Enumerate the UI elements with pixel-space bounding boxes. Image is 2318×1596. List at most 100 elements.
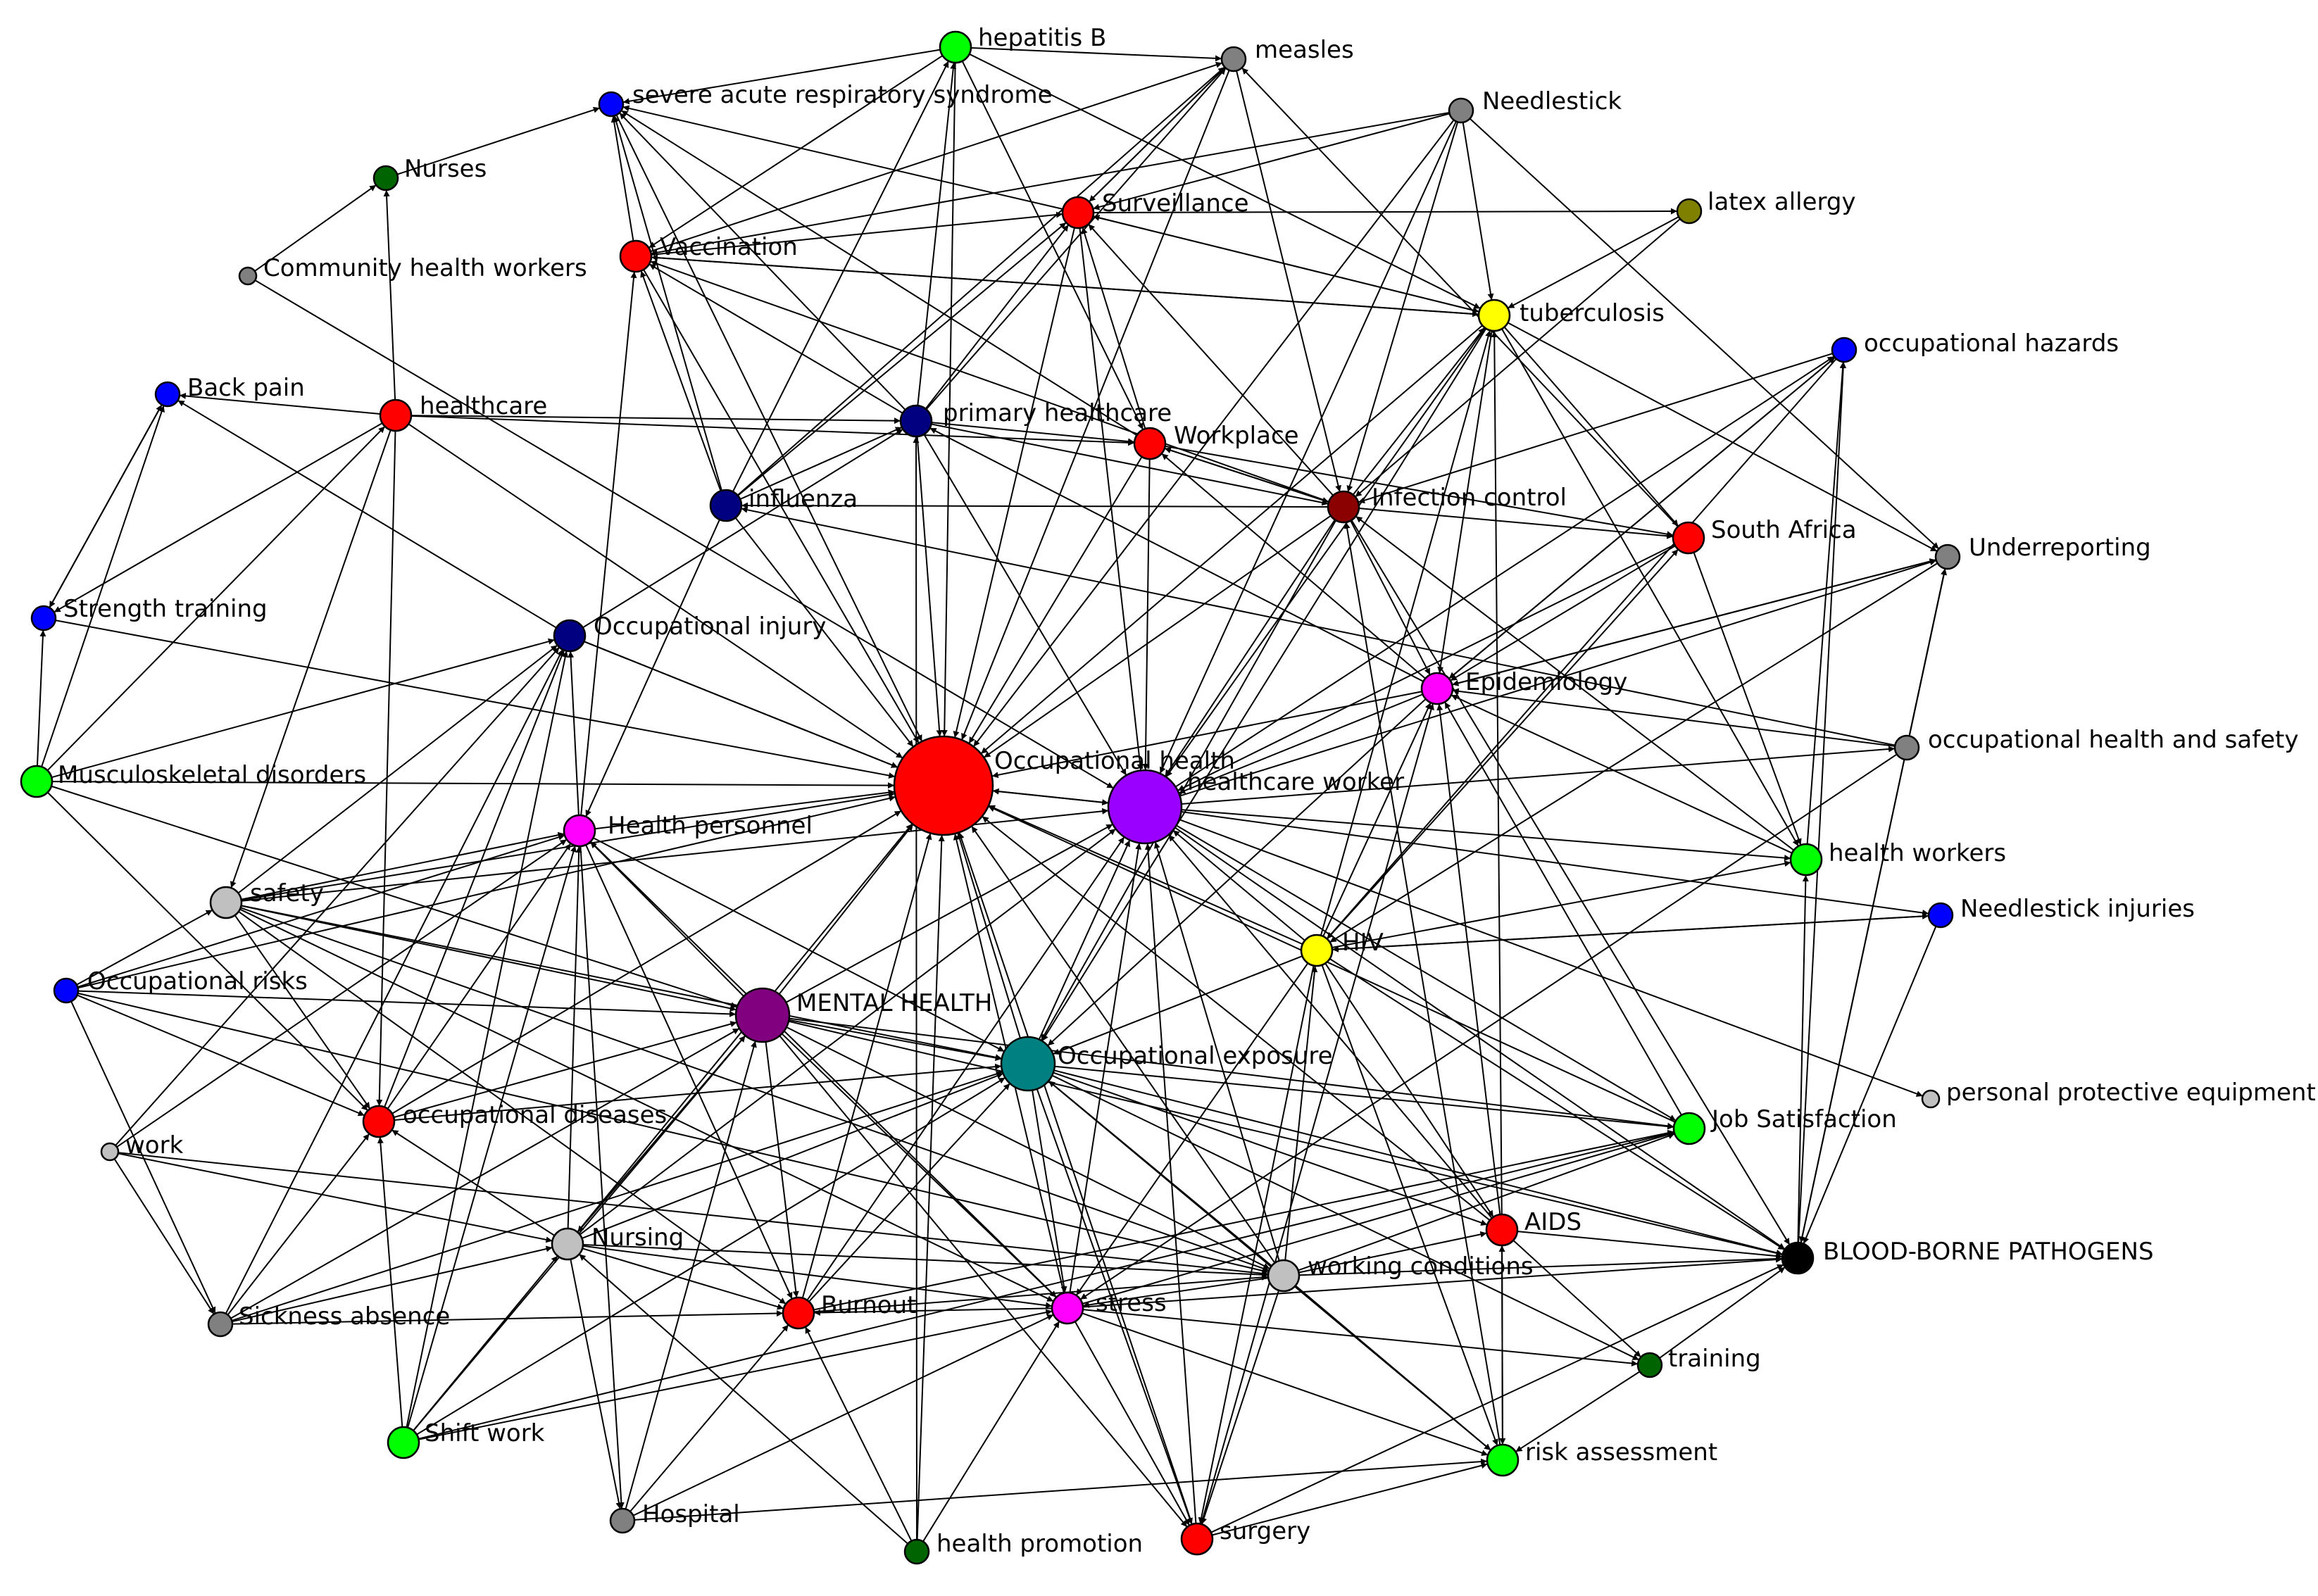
edge-training-to-risk-assessment xyxy=(1515,1371,1641,1452)
edge-needlestick-injuries-to-hiv xyxy=(1332,915,1929,953)
edge-occupational-diseases-to-occupational-exposure xyxy=(394,1063,1002,1121)
node-circle xyxy=(53,977,80,1004)
edge-health-promotion-to-nursing xyxy=(578,1253,908,1545)
edge-surveillance-to-latex-allergy xyxy=(1093,208,1678,215)
edge-occupational-injury-to-primary-healthcare xyxy=(582,428,903,629)
edge-workplace-to-healthcare-worker xyxy=(1142,458,1151,771)
node-job-satisfaction: Job Satisfaction xyxy=(1672,1105,1897,1145)
edge-health-workers-to-epidemiology xyxy=(1451,694,1793,854)
node-circle xyxy=(1133,427,1167,460)
node-label: HIV xyxy=(1342,929,1384,957)
edge-occupational-risks-to-mental-health xyxy=(77,990,737,1017)
node-blood-borne: BLOOD-BORNE PATHOGENS xyxy=(1781,1238,2154,1275)
node-circle xyxy=(372,165,399,191)
node-circle xyxy=(238,266,258,286)
edge-needlestick-to-tuberculosis xyxy=(1462,122,1494,301)
edge-workplace-to-south-africa xyxy=(1165,445,1674,538)
edge-healthcare-to-primary-healthcare xyxy=(411,415,901,425)
edge-primary-healthcare-to-sars xyxy=(619,112,906,410)
node-circle xyxy=(1485,1213,1519,1247)
node-back-pain: Back pain xyxy=(154,374,305,408)
node-label: severe acute respiratory syndrome xyxy=(632,81,1053,109)
node-label: safety xyxy=(250,879,324,907)
edge-risk-assessment-to-infection-control xyxy=(1343,522,1501,1445)
edge-occupational-exposure-to-healthcare-worker xyxy=(1038,839,1131,1040)
node-circle xyxy=(899,404,933,438)
node-label: influenza xyxy=(748,485,858,513)
edge-hospital-to-burnout xyxy=(629,1324,789,1512)
node-label: primary healthcare xyxy=(943,399,1172,427)
edge-occupational-risks-to-working-conditions xyxy=(77,992,1269,1274)
node-label: Nurses xyxy=(404,155,487,183)
edge-vaccination-to-surveillance xyxy=(651,211,1063,256)
edge-infection-control-to-epidemiology xyxy=(1350,520,1431,675)
node-label: healthcare xyxy=(420,392,547,420)
edge-surveillance-to-healthcare-worker xyxy=(1079,227,1144,771)
edge-job-satisfaction-to-epidemiology xyxy=(1444,701,1682,1116)
node-working-conditions: working conditions xyxy=(1267,1252,1534,1293)
edge-stress-to-blood-borne xyxy=(1082,1256,1783,1308)
node-workplace: Workplace xyxy=(1133,422,1299,460)
edge-healthcare-worker-to-ohs xyxy=(1181,746,1896,805)
edge-nursing-to-health-personnel xyxy=(567,846,582,1229)
edge-infection-control-to-tuberculosis xyxy=(1352,327,1486,496)
node-label: Workplace xyxy=(1174,422,1299,450)
edge-aids-to-epidemiology xyxy=(1436,703,1501,1215)
edge-measles-to-infection-control xyxy=(1236,70,1341,492)
edge-healthcare-worker-to-occupational-hazards xyxy=(1174,356,1835,788)
edge-occupational-diseases-to-mental-health xyxy=(393,1021,737,1119)
edge-measles-to-occupational-health xyxy=(961,70,1230,741)
edge-stress-to-risk-assessment xyxy=(1082,1312,1489,1457)
node-circle xyxy=(100,1142,120,1162)
edge-surveillance-to-sars xyxy=(622,105,1063,210)
node-label: Health personnel xyxy=(608,812,813,840)
edge-needlestick-to-infection-control xyxy=(1346,122,1459,493)
node-musculoskeletal: Musculoskeletal disorders xyxy=(20,761,366,798)
node-label: tuberculosis xyxy=(1520,299,1665,327)
node-circle xyxy=(893,735,994,836)
edge-hiv-to-surgery xyxy=(1198,965,1315,1524)
node-label: Nursing xyxy=(591,1224,684,1252)
edge-burnout-to-job-satisfaction xyxy=(813,1129,1674,1311)
edge-occupational-injury-to-occupational-health xyxy=(584,641,898,768)
node-nurses: Nurses xyxy=(372,155,487,191)
edge-influenza-to-sars xyxy=(613,115,722,491)
edge-occupational-exposure-to-blood-borne xyxy=(1053,1069,1783,1256)
edge-musculoskeletal-to-occupational-diseases xyxy=(46,791,369,1112)
edge-healthcare-to-workplace xyxy=(411,415,1135,446)
edge-nurses-to-sars xyxy=(396,106,601,175)
node-circle xyxy=(1934,543,1961,570)
node-label: Job Satisfaction xyxy=(1710,1105,1897,1133)
node-occupational-injury: Occupational injury xyxy=(553,612,826,653)
edge-health-promotion-to-occupational-health xyxy=(916,834,945,1540)
edge-stress-to-healthcare-worker xyxy=(1069,843,1142,1293)
edge-hiv-to-blood-borne xyxy=(1329,958,1786,1250)
node-circle xyxy=(20,765,54,798)
node-label: occupational health and safety xyxy=(1928,726,2298,754)
node-circle xyxy=(1420,672,1454,705)
edge-sickness-absence-to-nursing xyxy=(232,1245,553,1323)
edge-underreporting-to-hiv xyxy=(1329,563,1938,943)
node-primary-healthcare: primary healthcare xyxy=(899,399,1172,438)
node-circle xyxy=(1061,196,1095,230)
edge-blood-borne-to-underreporting xyxy=(1800,568,1947,1243)
node-circle xyxy=(1486,1443,1520,1477)
node-label: Occupational risks xyxy=(87,967,308,995)
node-circle xyxy=(1180,1522,1214,1556)
edge-musculoskeletal-to-occupational-health xyxy=(51,781,895,789)
edge-hepatitis-b-to-workplace xyxy=(961,61,1144,430)
edge-healthcare-to-occupational-diseases xyxy=(376,430,396,1107)
node-ohs: occupational health and safety xyxy=(1893,726,2298,761)
node-label: health promotion xyxy=(936,1530,1143,1558)
edge-working-conditions-to-hiv xyxy=(1284,965,1318,1261)
edge-working-conditions-to-risk-assessment xyxy=(1295,1285,1491,1451)
edge-influenza-to-primary-healthcare xyxy=(739,427,903,500)
node-circle xyxy=(1448,97,1474,124)
edge-occupational-exposure-to-surgery xyxy=(1036,1088,1193,1525)
edge-layer xyxy=(36,46,1947,1545)
edge-mental-health-to-health-personnel xyxy=(589,841,744,997)
edge-epidemiology-to-healthcare-worker xyxy=(1178,693,1423,794)
edge-hiv-to-aids xyxy=(1324,962,1494,1218)
node-label: Occupational exposure xyxy=(1058,1042,1333,1070)
